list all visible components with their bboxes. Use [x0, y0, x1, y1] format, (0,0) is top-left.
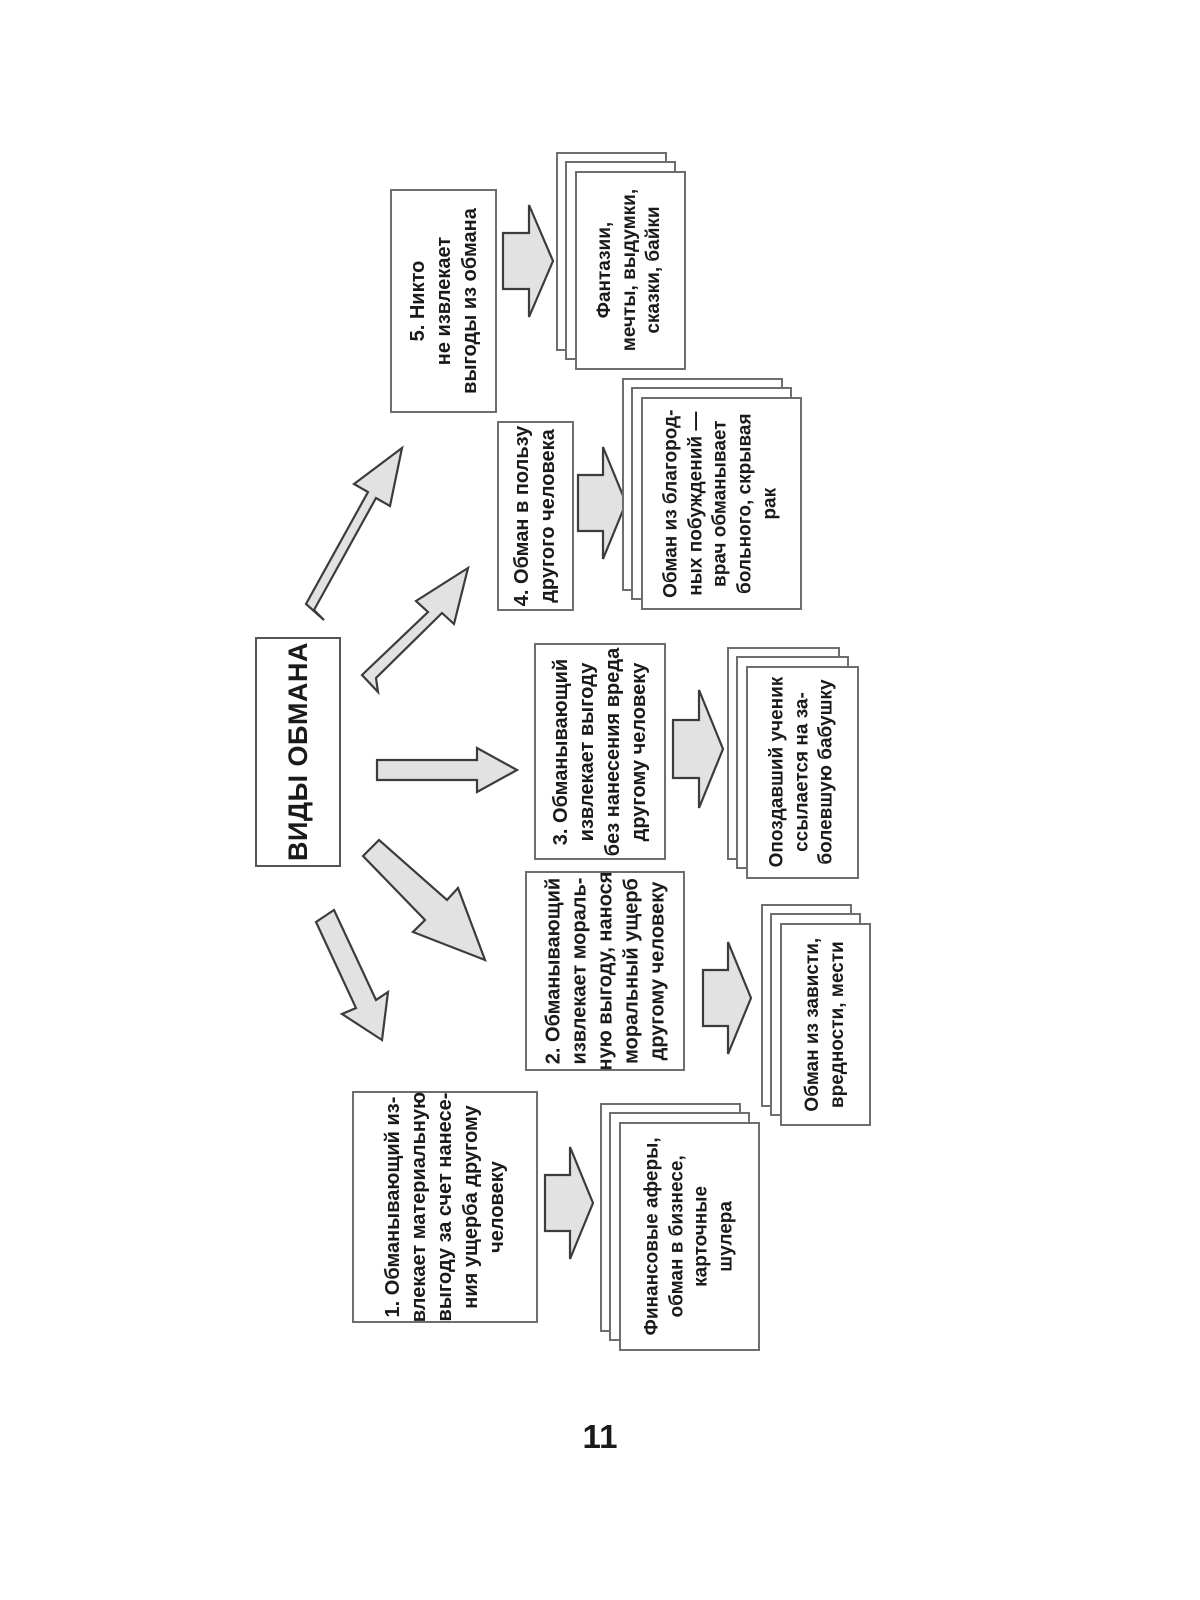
category-box-2: 2. Обманывающий извлекает мораль- ную вы…	[525, 871, 685, 1071]
connector-arrow-4	[576, 446, 628, 560]
category-box-1: 1. Обманывающий из- влекает материальную…	[352, 1091, 538, 1323]
center-title-box: ВИДЫ ОБМАНА	[255, 637, 341, 867]
example-label-3: Опоздавший ученик ссылается на за- болев…	[766, 677, 837, 868]
example-stack-5: Фантазии, мечты, выдумки, сказки, байки	[556, 152, 686, 370]
center-arrow-to-3	[375, 746, 520, 794]
connector-arrow-1	[543, 1146, 595, 1260]
example-sheet-front-1: Финансовые аферы, обман в бизнесе, карто…	[619, 1122, 760, 1351]
category-label-3: 3. Обманывающий извлекает выгоду без нан…	[550, 647, 651, 856]
connector-arrow-2	[701, 941, 753, 1055]
category-label-2: 2. Обманывающий извлекает мораль- ную вы…	[542, 871, 668, 1071]
category-box-5: 5. Никто не извлекает выгоды из обмана	[390, 189, 497, 413]
category-label-1: 1. Обманывающий из- влекает материальную…	[382, 1091, 508, 1323]
example-label-4: Обман из благород- ных побуждений — врач…	[660, 409, 781, 598]
center-arrow-to-5	[304, 445, 406, 621]
example-stack-3: Опоздавший ученик ссылается на за- болев…	[727, 647, 859, 879]
example-label-1: Финансовые аферы, обман в бизнесе, карто…	[641, 1137, 737, 1336]
center-arrow-to-1	[314, 908, 396, 1042]
example-stack-4: Обман из благород- ных побуждений — врач…	[622, 378, 802, 610]
example-sheet-front-4: Обман из благород- ных побуждений — врач…	[641, 397, 802, 610]
connector-arrow-3	[671, 689, 725, 809]
page-title: ВИДЫ ОБМАНА	[282, 642, 313, 862]
category-label-4: 4. Обман в пользу другого человека	[511, 425, 560, 607]
category-label-5: 5. Никто не извлекает выгоды из обмана	[406, 208, 481, 394]
center-arrow-to-2	[361, 838, 489, 962]
center-arrow-to-4	[360, 565, 472, 696]
example-stack-2: Обман из зависти, вредности, мести	[761, 904, 871, 1126]
example-sheet-front-5: Фантазии, мечты, выдумки, сказки, байки	[575, 171, 686, 370]
category-box-4: 4. Обман в пользу другого человека	[497, 421, 574, 611]
example-label-2: Обман из зависти, вредности, мести	[801, 937, 848, 1112]
category-box-3: 3. Обманывающий извлекает выгоду без нан…	[534, 643, 666, 860]
page-number: 11	[582, 1418, 618, 1455]
example-sheet-front-2: Обман из зависти, вредности, мести	[780, 923, 871, 1126]
example-sheet-front-3: Опоздавший ученик ссылается на за- болев…	[746, 666, 859, 879]
connector-arrow-5	[501, 204, 555, 318]
example-label-5: Фантазии, мечты, выдумки, сказки, байки	[594, 189, 665, 352]
example-stack-1: Финансовые аферы, обман в бизнесе, карто…	[600, 1103, 760, 1351]
